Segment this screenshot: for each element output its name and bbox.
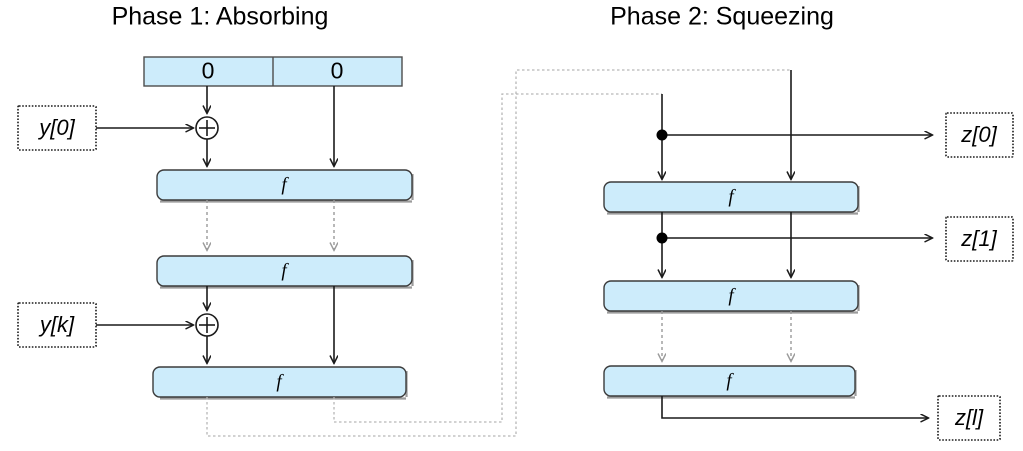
- phase1-f-box-2-label: f: [281, 260, 289, 281]
- output-zl-box: [937, 395, 1001, 441]
- output-z0: z[0]: [945, 112, 1014, 158]
- xor-gate-1: [195, 116, 219, 140]
- phase1-f-box-2-rect: [156, 255, 413, 287]
- wire-tap3-to-zl: [661, 396, 928, 418]
- phase2-f-box-3-label: f: [726, 370, 734, 391]
- feedback-route-inner: [333, 93, 662, 423]
- phase1-f-box-1-rect: [156, 169, 413, 201]
- phase2-f-box-3: f: [603, 365, 857, 399]
- phase1-f-box-3-label: f: [276, 371, 284, 392]
- output-zl-label: z[l]: [954, 405, 984, 430]
- output-z1-label: z[1]: [960, 226, 997, 251]
- phase1-f-box-3: f: [152, 366, 408, 400]
- phase2-f-box-1-rect: [603, 181, 859, 213]
- initial-state-bar: 0 0: [143, 56, 403, 87]
- output-z1-box: [945, 216, 1014, 262]
- junction-dot-z0: [656, 129, 668, 141]
- junction-dot-z1: [656, 232, 668, 244]
- feedback-route-outer: [206, 69, 791, 437]
- phase2-f-box-1: f: [603, 181, 860, 215]
- phase-2-title: Phase 2: Squeezing: [610, 3, 834, 31]
- input-yk-box: [17, 302, 97, 348]
- input-yk-label: y[k]: [38, 312, 75, 337]
- state-cell-capacity-value: 0: [331, 58, 344, 84]
- input-y0-label: y[0]: [37, 115, 75, 140]
- phase-1-title: Phase 1: Absorbing: [112, 3, 329, 31]
- output-z0-label: z[0]: [960, 122, 997, 147]
- input-yk: y[k]: [17, 302, 97, 348]
- phase1-f-box-3-rect: [152, 366, 407, 398]
- state-cell-rate-value: 0: [202, 58, 215, 84]
- input-y0-box: [17, 105, 97, 151]
- phase2-f-box-2-rect: [603, 280, 859, 312]
- phase2-f-box-2-label: f: [728, 285, 736, 306]
- phase2-f-box-3-rect: [603, 365, 856, 397]
- output-zl: z[l]: [937, 395, 1001, 441]
- output-z0-box: [945, 112, 1014, 158]
- xor-gate-2: [195, 313, 219, 337]
- phase1-f-box-1: f: [156, 169, 414, 203]
- phase2-f-box-2: f: [603, 280, 860, 314]
- output-z1: z[1]: [945, 216, 1014, 262]
- phase2-f-box-1-label: f: [728, 186, 736, 207]
- phase1-f-box-2: f: [156, 255, 414, 289]
- phase1-f-box-1-label: f: [281, 174, 289, 195]
- input-y0: y[0]: [17, 105, 97, 151]
